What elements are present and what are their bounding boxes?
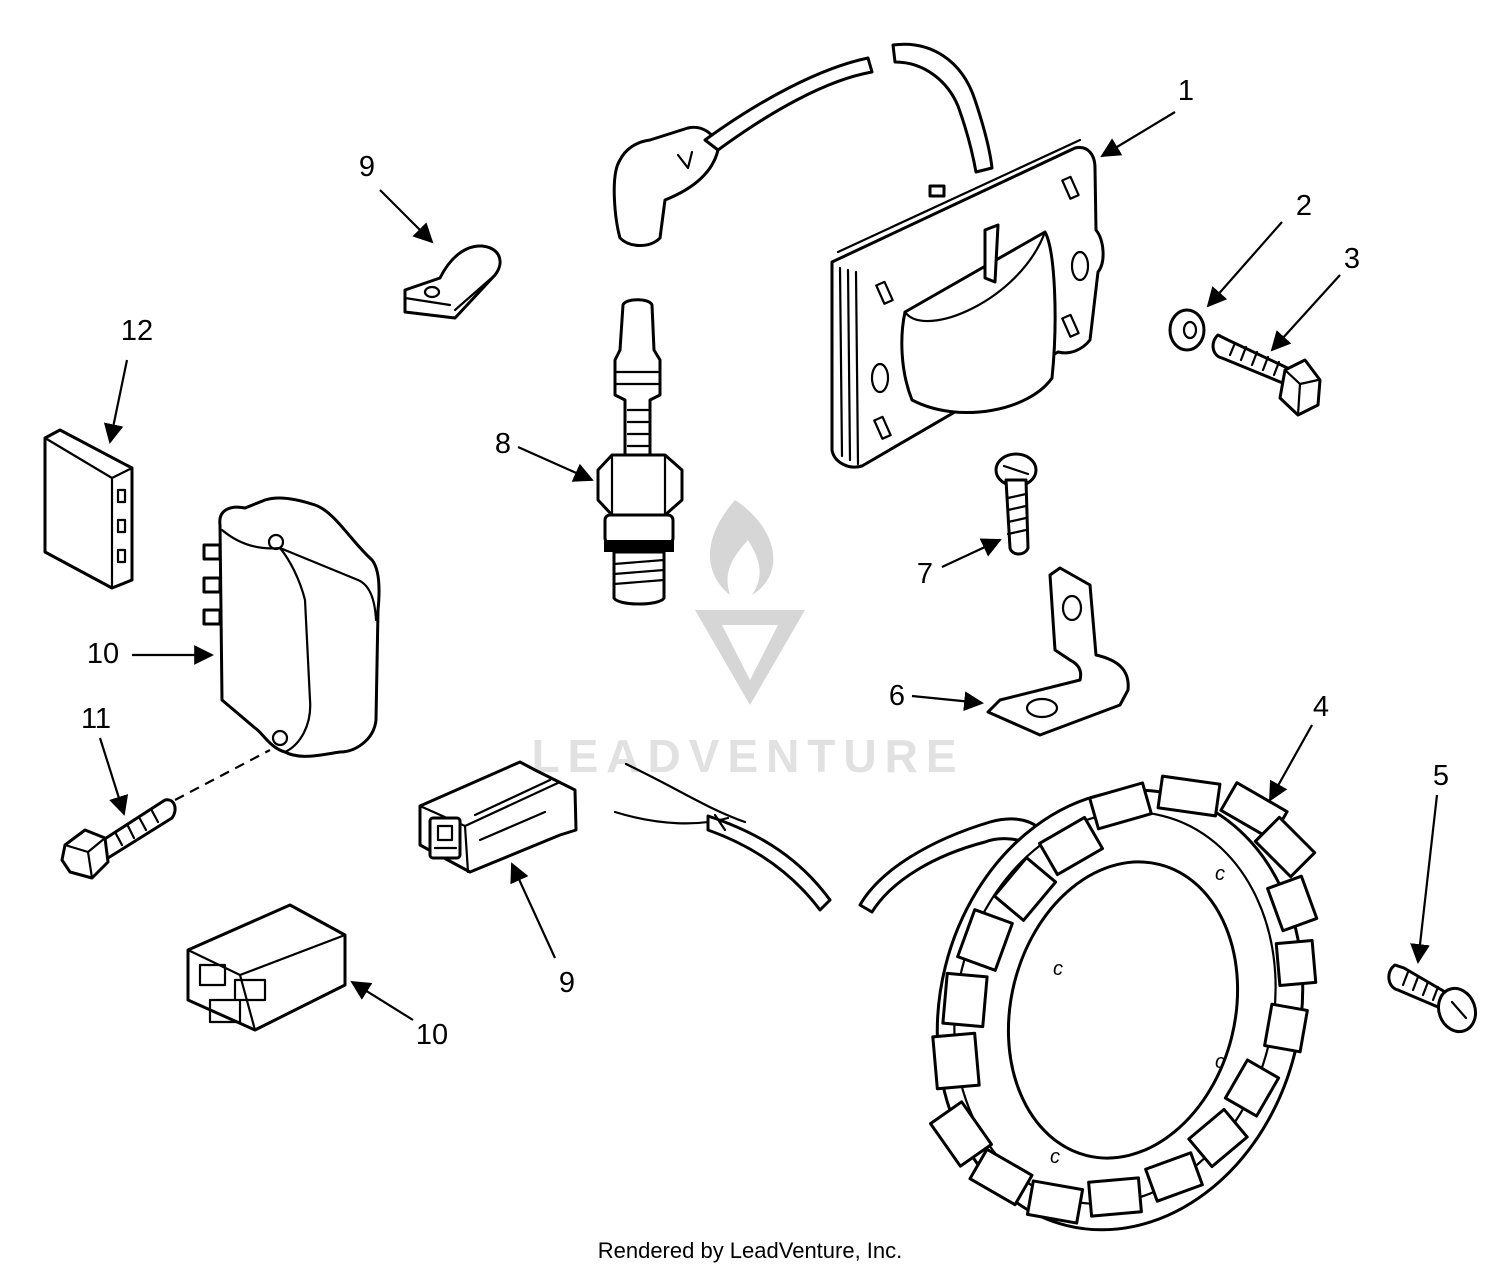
hex-bolt — [1211, 333, 1322, 417]
ignition-coil — [612, 42, 1105, 469]
callout-9-top: 9 — [359, 151, 375, 183]
callout-1: 1 — [1178, 75, 1194, 107]
callout-9-bottom: 9 — [559, 967, 575, 999]
stator: c c c c — [858, 774, 1319, 1232]
wire-clamp — [403, 244, 502, 320]
spark-plug — [596, 298, 684, 606]
connector-block — [43, 428, 134, 590]
callout-labels: 1 2 3 4 5 6 7 8 9 9 10 10 11 12 — [81, 75, 1449, 1051]
ground-bracket — [986, 566, 1130, 737]
callout-3: 3 — [1344, 243, 1360, 275]
pan-head-screw — [1387, 963, 1478, 1034]
callout-2: 2 — [1296, 190, 1312, 222]
callout-6: 6 — [889, 680, 905, 712]
svg-text:c: c — [1053, 958, 1063, 980]
footer-credit: Rendered by LeadVenture, Inc. — [598, 1238, 903, 1263]
svg-text:c: c — [1215, 863, 1225, 885]
mounting-screw — [994, 452, 1038, 556]
callout-11: 11 — [81, 703, 111, 735]
control-module — [202, 496, 381, 758]
leader-arrows — [98, 111, 1439, 1021]
wiring-connector — [186, 903, 347, 1032]
watermark-text: LEADVENTURE — [531, 730, 964, 782]
callout-5: 5 — [1433, 760, 1449, 792]
svg-text:c: c — [1215, 1051, 1225, 1073]
callout-10-connector: 10 — [416, 1019, 448, 1051]
callout-10-module: 10 — [87, 638, 119, 670]
flat-washer — [1168, 308, 1206, 352]
callout-4: 4 — [1313, 691, 1329, 723]
module-bolt — [60, 749, 271, 880]
callout-8: 8 — [495, 428, 511, 460]
callout-12: 12 — [121, 315, 153, 347]
plug-connector — [418, 760, 832, 912]
callout-7: 7 — [917, 558, 933, 590]
svg-text:c: c — [1050, 1146, 1060, 1168]
watermark-logo: LEADVENTURE — [531, 500, 964, 782]
